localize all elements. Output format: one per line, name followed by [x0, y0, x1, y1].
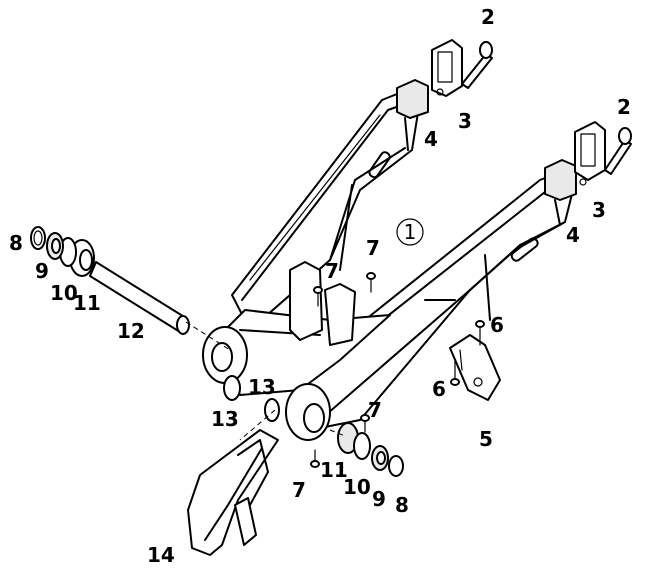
- assembly-number-marker: 1: [396, 218, 424, 246]
- callout-endcap-upper: 4: [424, 127, 438, 151]
- callout-chain-slider: 14: [147, 543, 175, 567]
- axle-adjuster-lower: [574, 121, 606, 186]
- callout-bolt-upper: 2: [481, 5, 495, 29]
- chain-slider: [187, 429, 279, 556]
- axle-adjuster-upper: [431, 39, 463, 97]
- bolt-lower: [604, 127, 632, 175]
- callout-bushing-right: 11: [320, 458, 348, 482]
- callout-pivot-shaft: 12: [117, 319, 145, 343]
- pivot-collar-right: [264, 398, 280, 422]
- ring-left: [30, 226, 46, 250]
- pivot-collar-left: [223, 375, 241, 401]
- pivot-boss-right: [285, 383, 331, 441]
- ring-right: [388, 455, 404, 477]
- swingarm-cross-member: [214, 261, 391, 396]
- screw-6-b: [450, 359, 460, 386]
- pivot-boss-left: [202, 326, 248, 384]
- callout-screw-b: 7: [325, 259, 339, 283]
- callout-adjuster-lower: 3: [592, 198, 606, 222]
- callout-bolt-lower: 2: [617, 95, 631, 119]
- callout-screw-d: 7: [292, 478, 306, 502]
- bolt-upper: [461, 41, 493, 89]
- callout-bearing-left: 9: [35, 259, 49, 283]
- assembly-guide-lines: [185, 321, 346, 441]
- callout-adjuster-upper: 3: [458, 109, 472, 133]
- callout-seal-left: 10: [50, 281, 78, 305]
- callout-bearing-right: 9: [372, 487, 386, 511]
- screw-7-a: [366, 272, 376, 293]
- callout-screw-c: 7: [368, 398, 382, 422]
- screw-7-d: [310, 449, 320, 468]
- bearing-left: [46, 232, 64, 260]
- pivot-shaft: [89, 261, 190, 335]
- callout-ring-left: 8: [9, 231, 23, 255]
- callout-chain-screw-a: 6: [490, 313, 504, 337]
- swingarm-left-arm: [231, 79, 429, 331]
- callout-chain-guide: 5: [479, 427, 493, 451]
- callout-endcap-lower: 4: [566, 223, 580, 247]
- callout-screw-a: 7: [366, 236, 380, 260]
- assembly-number: 1: [404, 220, 417, 244]
- chain-guide-bracket: [449, 334, 501, 401]
- callout-chain-screw-b: 6: [432, 377, 446, 401]
- callout-ring-right: 8: [395, 493, 409, 517]
- callout-seal-right: 10: [343, 475, 371, 499]
- bearing-right: [371, 445, 389, 471]
- swingarm-right-arm: [289, 159, 577, 431]
- screw-7-c: [360, 414, 370, 433]
- screw-6-a: [475, 320, 485, 346]
- callout-bushing-left: 11: [73, 291, 101, 315]
- callout-collar-b: 13: [211, 407, 239, 431]
- screw-7-b: [313, 286, 323, 307]
- seal-right: [353, 432, 371, 460]
- callout-collar-a: 13: [248, 375, 276, 399]
